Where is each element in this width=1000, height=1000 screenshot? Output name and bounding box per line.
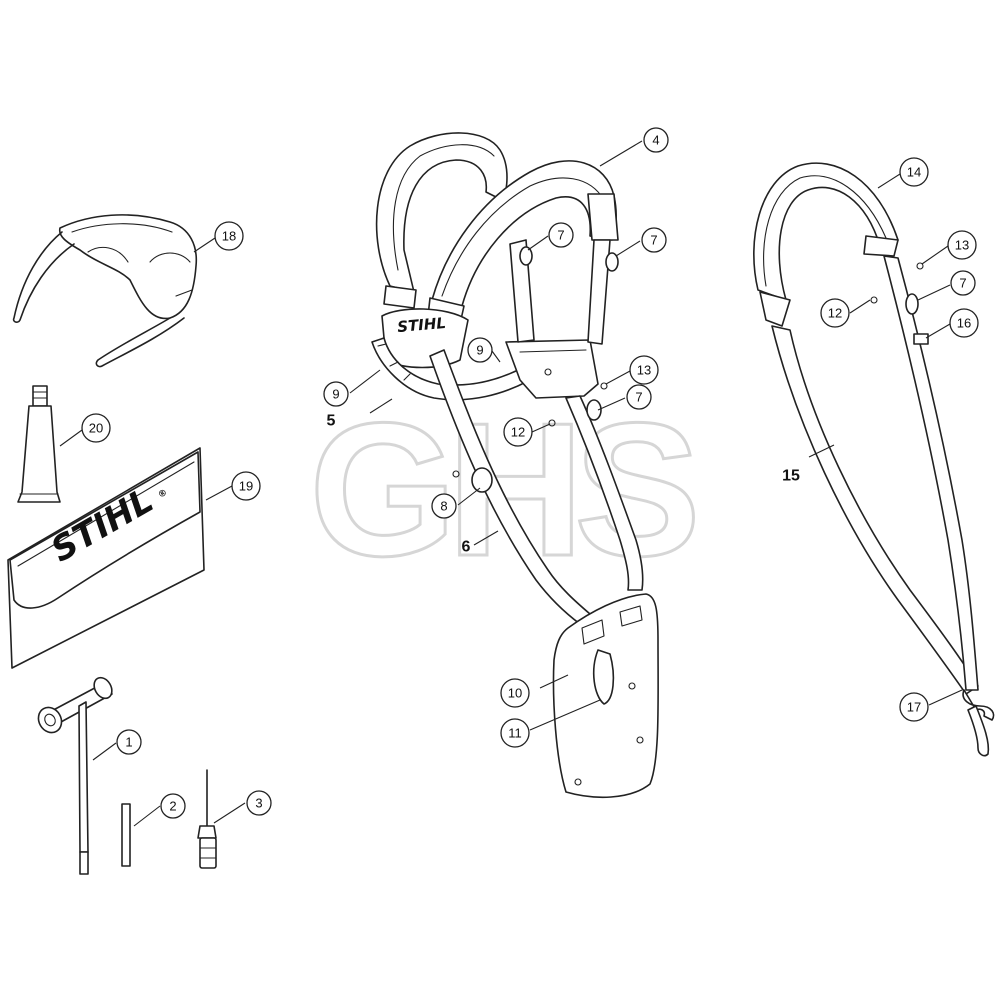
callout-2: 2: [160, 793, 186, 819]
svg-text:9: 9: [332, 387, 339, 402]
callout-17: 17: [899, 692, 929, 722]
grease-tube-drawing: [17, 385, 61, 503]
callout-12-b: 12: [820, 298, 850, 328]
svg-text:18: 18: [222, 229, 236, 244]
forestry-harness-drawing: STIHL: [371, 132, 659, 799]
svg-text:11: 11: [508, 726, 522, 741]
leader-lines: [59, 140, 963, 827]
svg-text:2: 2: [169, 799, 176, 814]
callout-7-c: 7: [626, 384, 652, 410]
svg-text:3: 3: [255, 796, 262, 811]
svg-text:20: 20: [89, 421, 103, 436]
callout-12-a: 12: [503, 417, 533, 447]
pin-drawing: [121, 803, 131, 867]
svg-text:5: 5: [327, 413, 336, 430]
svg-text:7: 7: [650, 233, 657, 248]
callout-7-a: 7: [548, 222, 574, 248]
callout-16: 16: [949, 308, 979, 338]
svg-text:12: 12: [511, 425, 525, 440]
screwdriver-drawing: [197, 769, 217, 869]
pouch-registered-mark: ®: [157, 488, 170, 501]
svg-text:19: 19: [239, 479, 253, 494]
callout-11: 11: [500, 718, 530, 748]
svg-text:7: 7: [959, 276, 966, 291]
callout-19: 19: [231, 471, 261, 501]
svg-text:13: 13: [637, 363, 651, 378]
callout-9-a: 9: [323, 381, 349, 407]
callout-20: 20: [81, 413, 111, 443]
svg-text:14: 14: [907, 165, 921, 180]
callout-15: 15: [782, 468, 800, 485]
svg-text:8: 8: [440, 499, 447, 514]
svg-text:6: 6: [462, 539, 471, 556]
svg-text:7: 7: [557, 228, 564, 243]
callout-13-b: 13: [947, 230, 977, 260]
safety-glasses-drawing: [12, 214, 198, 368]
callout-13-a: 13: [629, 355, 659, 385]
shoulder-strap-drawing: [753, 162, 995, 757]
svg-text:15: 15: [782, 468, 800, 485]
callout-7-b: 7: [641, 227, 667, 253]
svg-text:13: 13: [955, 238, 969, 253]
harness-brand-logo: STIHL: [397, 314, 447, 336]
callout-3: 3: [246, 790, 272, 816]
svg-text:10: 10: [508, 686, 522, 701]
callout-14: 14: [899, 157, 929, 187]
callout-18: 18: [214, 221, 244, 251]
combination-wrench-drawing: [37, 676, 113, 875]
svg-text:1: 1: [125, 735, 132, 750]
callout-9-b: 9: [467, 337, 493, 363]
callout-10: 10: [500, 678, 530, 708]
callout-5: 5: [327, 413, 336, 430]
svg-text:17: 17: [907, 700, 921, 715]
svg-text:7: 7: [635, 390, 642, 405]
callout-7-d: 7: [950, 270, 976, 296]
svg-text:4: 4: [652, 133, 659, 148]
callout-8: 8: [431, 493, 457, 519]
callout-1: 1: [116, 729, 142, 755]
callout-4: 4: [643, 127, 669, 153]
callout-6: 6: [462, 539, 471, 556]
svg-text:12: 12: [828, 306, 842, 321]
svg-text:9: 9: [476, 343, 483, 358]
svg-text:16: 16: [957, 316, 971, 331]
